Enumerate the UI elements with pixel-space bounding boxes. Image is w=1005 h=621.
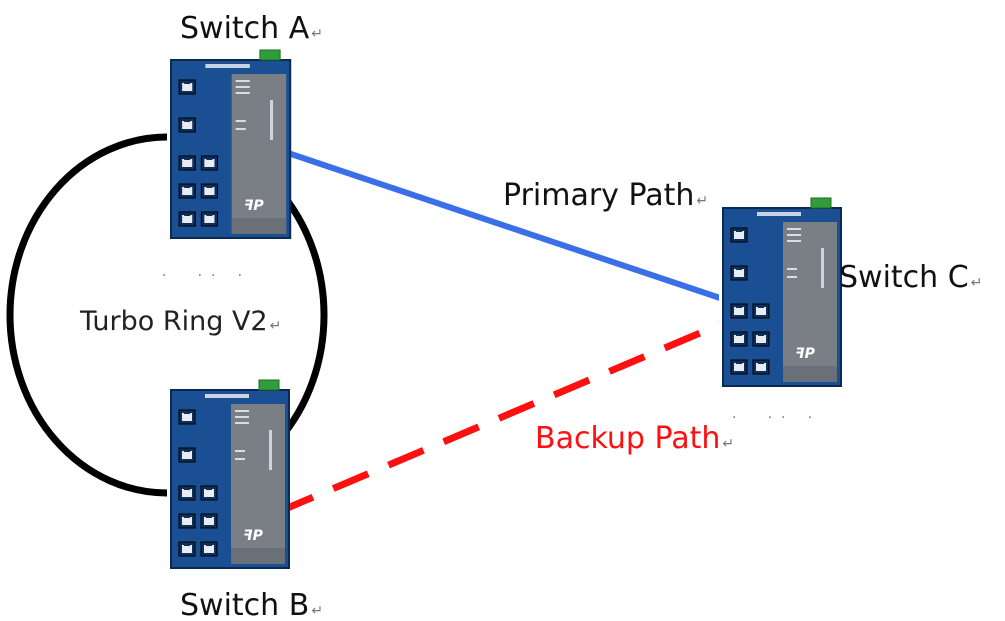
svg-text:. . . .: . . . . bbox=[732, 406, 812, 422]
primary-path-link bbox=[284, 149, 727, 303]
turbo-ring-label: Turbo Ring V2↵ bbox=[79, 306, 281, 337]
switch-a-label: Switch A↵ bbox=[180, 11, 323, 46]
switch-a bbox=[167, 50, 290, 240]
switch-icon bbox=[171, 50, 290, 238]
primary-path-label: Primary Path↵ bbox=[503, 178, 708, 213]
backup-path-label: Backup Path↵ bbox=[535, 421, 734, 456]
switch-c-label: Switch C↵ bbox=[839, 260, 982, 295]
backup-path-link bbox=[276, 318, 728, 516]
switch-b-label: Switch B↵ bbox=[180, 588, 323, 621]
switch-b bbox=[167, 380, 289, 570]
switch-icon bbox=[723, 198, 841, 386]
switch-c bbox=[719, 198, 841, 388]
switch-icon bbox=[171, 380, 289, 568]
svg-text:. . . .: . . . . bbox=[162, 264, 242, 280]
